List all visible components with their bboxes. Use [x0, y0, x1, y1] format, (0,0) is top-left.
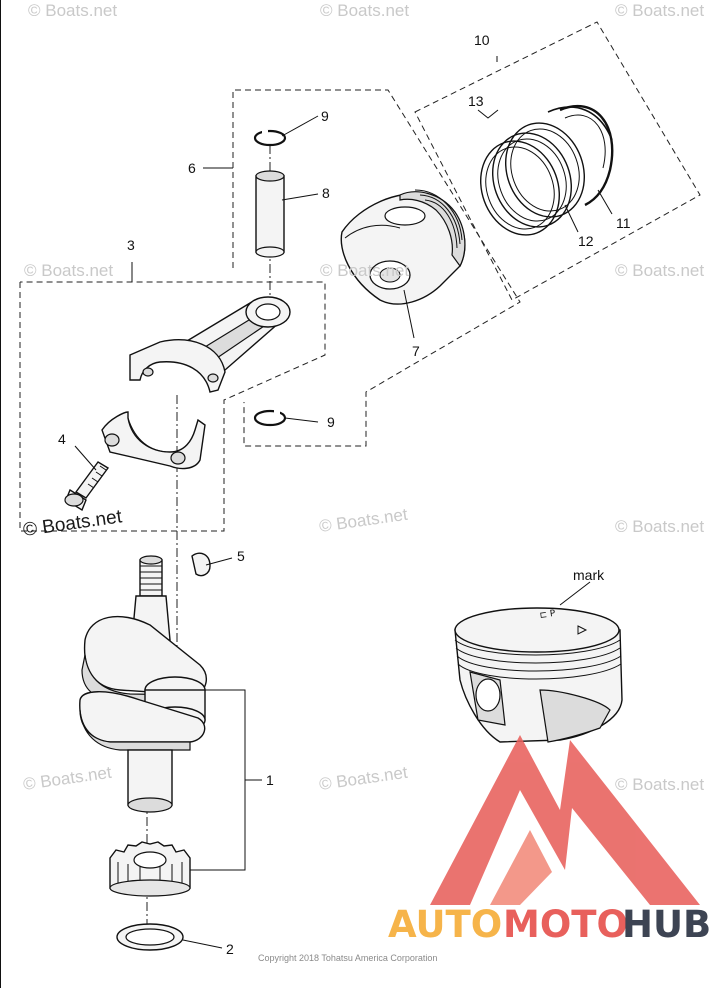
- callout-12: 12: [578, 233, 594, 249]
- callout-1: 1: [266, 772, 274, 788]
- callout-5: 5: [237, 548, 245, 564]
- rod-bolt: [64, 461, 110, 512]
- thrust-washer: [116, 923, 184, 951]
- watermark: © Boats.net: [320, 1, 409, 20]
- crankshaft: [79, 555, 207, 813]
- copyright-notice: Copyright 2018 Tohatsu America Corporati…: [258, 953, 437, 963]
- rod-cap: [101, 411, 206, 470]
- crank-gear: [109, 841, 191, 897]
- piston-mark-detail: ⊏ P: [454, 607, 623, 743]
- watermark: © Boats.net: [22, 506, 124, 541]
- logo-word-moto: MOTO: [503, 903, 628, 946]
- watermark: © Boats.net: [22, 763, 113, 794]
- group-outline-10: [414, 21, 701, 301]
- watermark: © Boats.net: [318, 505, 409, 536]
- watermark: © Boats.net: [615, 261, 704, 280]
- woodruff-key: [191, 552, 211, 577]
- leader-lines: [74, 56, 613, 949]
- watermark: © Boats.net: [28, 1, 117, 20]
- callout-11: 11: [616, 215, 631, 231]
- circlip-bottom: [253, 409, 287, 427]
- callout-3: 3: [127, 237, 135, 253]
- callout-9-top: 9: [321, 108, 329, 124]
- piston: [340, 189, 466, 305]
- callout-9-bottom: 9: [327, 414, 335, 430]
- watermark: © Boats.net: [320, 261, 409, 280]
- callout-4: 4: [58, 431, 66, 447]
- callout-6: 6: [188, 160, 196, 176]
- group-outline-6: [232, 89, 521, 447]
- compression-rings: [479, 122, 586, 236]
- logo-word-hub: HUB: [622, 903, 711, 946]
- logo-word-auto: AUTO: [388, 903, 502, 946]
- callout-13: 13: [468, 93, 484, 109]
- callout-7: 7: [412, 343, 420, 359]
- group-outline-3: [19, 281, 326, 532]
- piston-pin: [255, 170, 285, 258]
- oil-ring: [547, 104, 614, 207]
- mark-label: mark: [573, 567, 605, 583]
- circlip-top: [253, 129, 287, 147]
- watermark: © Boats.net: [615, 517, 704, 536]
- connecting-rod: [129, 296, 291, 393]
- callout-8: 8: [322, 185, 330, 201]
- automotohub-logo: [430, 735, 700, 905]
- callout-2: 2: [226, 941, 234, 957]
- svg-text:⊏ P: ⊏ P: [539, 609, 557, 621]
- watermark: © Boats.net: [615, 1, 704, 20]
- watermark: © Boats.net: [615, 775, 704, 794]
- callout-10: 10: [474, 32, 490, 48]
- watermark: © Boats.net: [318, 763, 409, 794]
- watermark: © Boats.net: [24, 261, 113, 280]
